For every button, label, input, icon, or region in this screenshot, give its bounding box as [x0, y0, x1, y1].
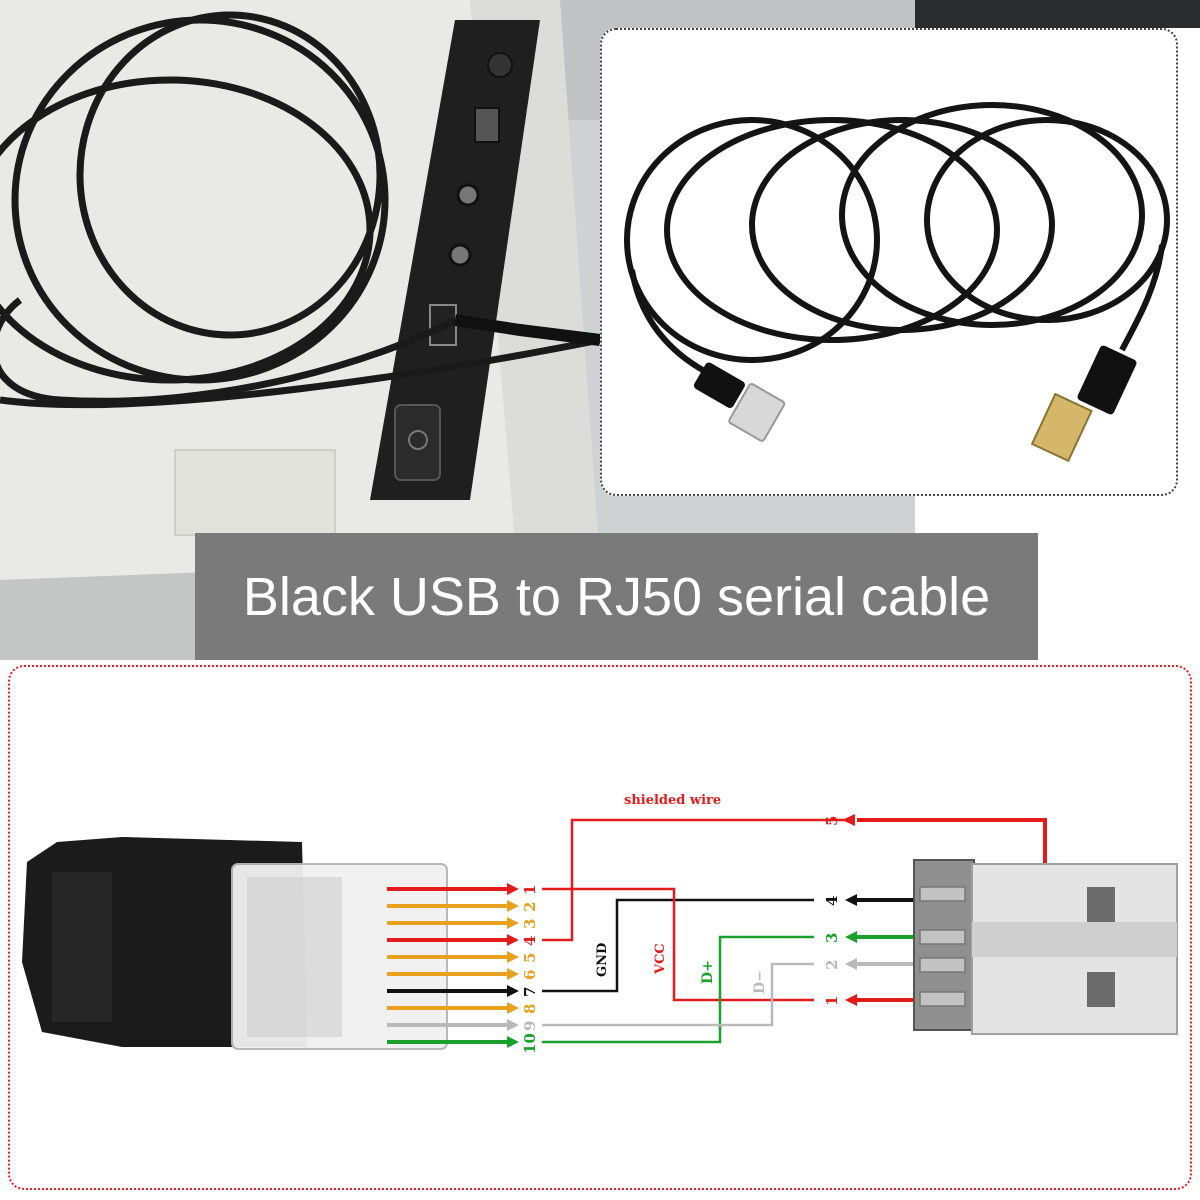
- usb-pin-label: 3: [823, 933, 841, 943]
- wiring-diagram: 1 2 3 4 5 6 7 8 9 10 shielded wir: [22, 793, 1178, 1054]
- rj50-plug-icon: [693, 362, 786, 442]
- rj50-connector: [22, 837, 448, 1050]
- shield-wire: [542, 818, 847, 942]
- usb-a-connector: [913, 859, 1178, 1035]
- dminus-wire: [542, 962, 814, 1027]
- wiring-diagram-box: 1 2 3 4 5 6 7 8 9 10 shielded wir: [8, 665, 1192, 1190]
- rj50-pin-label: 7: [521, 987, 539, 997]
- rj50-pin-label: 10: [521, 1033, 539, 1054]
- dplus-label: D+: [700, 960, 716, 984]
- vcc-label: VCC: [653, 943, 668, 975]
- usb-pin-label: 4: [823, 896, 841, 906]
- usb-pin-label: 2: [823, 960, 841, 970]
- rj50-pin-wires: [387, 883, 519, 1048]
- gnd-wire: [542, 898, 814, 993]
- rj50-pin-label: 9: [521, 1021, 539, 1031]
- cable-product-illustration: [624, 102, 1170, 463]
- banner-title: Black USB to RJ50 serial cable: [242, 566, 991, 627]
- usb-plug-icon: [1030, 345, 1137, 463]
- rj50-pin-label: 2: [521, 902, 539, 912]
- shield-label: shielded wire: [624, 793, 721, 808]
- rj50-pin-label: 3: [521, 919, 539, 929]
- rj50-pin-label: 5: [521, 953, 539, 963]
- vcc-wire: [542, 887, 814, 1002]
- rj50-pin-label: 4: [521, 936, 539, 946]
- usb-pin-label: 1: [823, 996, 841, 1006]
- rj50-pin-label: 6: [521, 970, 539, 980]
- dplus-wire: [542, 935, 814, 1044]
- photo-background-strip: [915, 0, 1200, 28]
- title-banner: Black USB to RJ50 serial cable: [195, 533, 1038, 660]
- usb-pin-label: 5: [823, 816, 841, 826]
- rj50-pin-label: 1: [521, 885, 539, 895]
- rj50-pin-label: 8: [521, 1004, 539, 1014]
- gnd-label: GND: [595, 943, 610, 977]
- product-image-box: [600, 28, 1178, 496]
- dminus-label: D−: [752, 970, 768, 994]
